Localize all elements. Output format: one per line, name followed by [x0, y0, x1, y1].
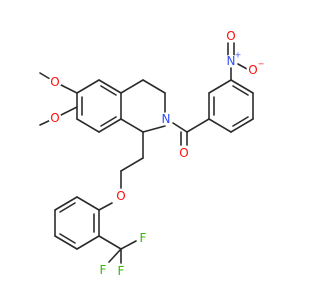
- atom-halo: [246, 63, 260, 77]
- bond: [76, 235, 100, 250]
- atom-label-oxygen: O: [116, 189, 125, 203]
- atom-label-oxygen: O: [50, 75, 59, 89]
- atom-halo: [48, 111, 62, 125]
- bond: [230, 79, 254, 94]
- bond: [76, 118, 100, 133]
- bond: [142, 79, 166, 94]
- atom-label-nitrogen: N: [227, 54, 236, 68]
- atom-label-oxygen: O: [248, 63, 257, 77]
- atom-halo: [136, 231, 150, 245]
- bond: [208, 79, 232, 94]
- bond: [232, 85, 249, 96]
- atom-labels: O O N O N + O O − O F F F: [48, 29, 265, 278]
- atom-label-fluorine: F: [100, 263, 107, 277]
- atom-halo: [114, 189, 128, 203]
- bond: [120, 79, 144, 94]
- atom-halo: [224, 29, 238, 43]
- atom-halo: [96, 263, 110, 277]
- bond: [76, 79, 100, 94]
- bond: [120, 240, 137, 250]
- bond: [230, 118, 254, 133]
- bond: [186, 118, 210, 133]
- bond: [98, 235, 122, 250]
- bond: [59, 233, 76, 244]
- bond: [54, 235, 78, 250]
- bond: [172, 122, 188, 133]
- bond: [208, 118, 232, 133]
- atom-halo: [159, 112, 173, 126]
- atom-label-oxygen: O: [179, 146, 188, 160]
- atom-label-oxygen: O: [50, 111, 59, 125]
- bond: [76, 196, 100, 211]
- charge-plus: +: [235, 51, 242, 60]
- bond: [120, 157, 144, 172]
- bond: [59, 202, 76, 213]
- bonds: [39, 42, 254, 264]
- molecule-structure: O O N O N + O O − O F F F: [39, 29, 265, 278]
- bond: [100, 116, 117, 127]
- bond: [98, 118, 122, 133]
- bond: [98, 79, 122, 94]
- bond: [98, 202, 113, 211]
- bond: [100, 85, 117, 96]
- bond: [108, 248, 122, 263]
- atom-halo: [224, 54, 238, 68]
- bond: [142, 125, 166, 133]
- bond: [120, 118, 144, 133]
- atom-halo: [177, 146, 191, 160]
- atom-label-oxygen: O: [226, 29, 235, 43]
- atom-halo: [114, 264, 128, 278]
- atom-label-nitrogen: N: [162, 112, 171, 126]
- atom-halo: [48, 75, 62, 89]
- bond: [232, 116, 249, 127]
- bond: [54, 196, 78, 211]
- bond: [237, 63, 248, 70]
- atom-label-fluorine: F: [118, 264, 125, 278]
- atom-label-fluorine: F: [140, 231, 147, 245]
- charge-minus: −: [258, 60, 265, 69]
